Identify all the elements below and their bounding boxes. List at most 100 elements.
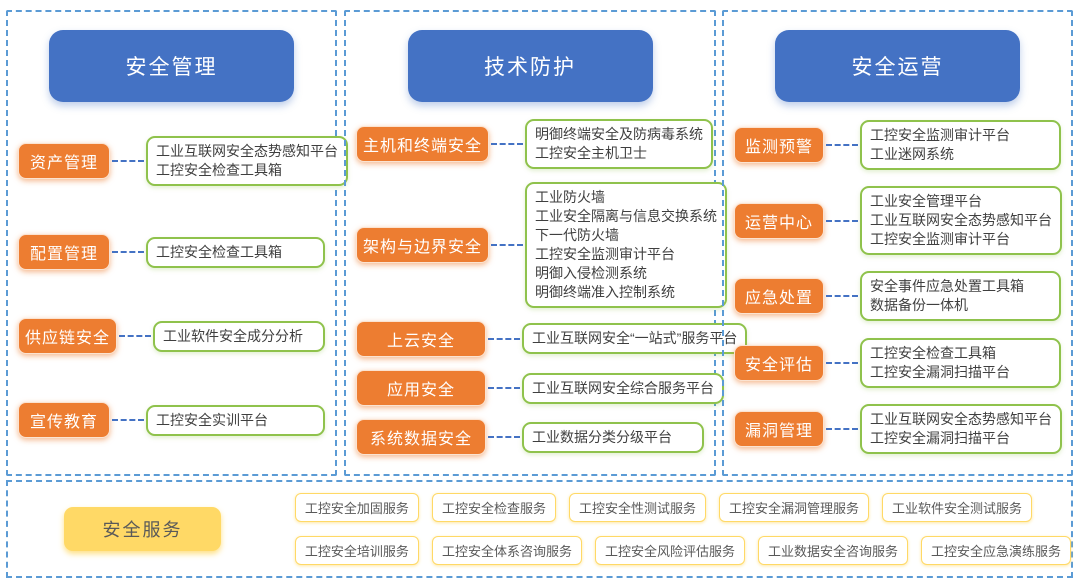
connector-line xyxy=(826,295,858,298)
connector-line xyxy=(119,335,152,337)
product-box: 工业互联网安全态势感知平台工控安全漏洞扫描平台 xyxy=(860,403,1062,454)
column-rows: 主机和终端安全明御终端安全及防病毒系统工控安全主机卫士架构与边界安全工业防火墙工… xyxy=(346,102,748,474)
product-box: 工业安全管理平台工业互联网安全态势感知平台工控安全监测审计平台 xyxy=(860,186,1062,256)
product-item: 工控安全漏洞扫描平台 xyxy=(870,429,1010,446)
category-label: 资产管理 xyxy=(18,143,110,179)
product-box: 工控安全监测审计平台工业迷网系统 xyxy=(860,120,1061,171)
column-title: 技术防护 xyxy=(484,56,576,79)
product-item: 工控安全实训平台 xyxy=(156,411,268,428)
service-chip: 工控安全漏洞管理服务 xyxy=(718,493,869,522)
product-item: 工业防火墙 xyxy=(535,188,606,205)
service-chip: 工控安全培训服务 xyxy=(294,536,419,565)
product-item: 工业迷网系统 xyxy=(870,146,954,163)
category-row: 宣传教育 工控安全实训平台 xyxy=(18,402,325,438)
column-panel-security-management: 安全管理 资产管理工业互联网安全态势感知平台工控安全检查工具箱配置管理工控安全检… xyxy=(6,10,348,476)
category-label: 运营中心 xyxy=(734,202,824,239)
product-item: 工控安全监测审计平台 xyxy=(870,231,1010,248)
connector-line xyxy=(491,142,524,145)
product-item: 工控安全监测审计平台 xyxy=(535,245,676,262)
service-chip: 工控安全加固服务 xyxy=(294,493,419,522)
category-row: 安全评估工控安全检查工具箱工控安全漏洞扫描平台 xyxy=(734,337,1061,388)
connector-line xyxy=(488,337,520,340)
product-item: 工业互联网安全态势感知平台 xyxy=(870,212,1052,229)
column-panel-security-operations: 安全运营 监测预警工控安全监测审计平台工业迷网系统运营中心工业安全管理平台工业互… xyxy=(722,10,1073,476)
product-box: 工业软件安全成分分析 xyxy=(153,320,325,352)
column-header: 技术防护 xyxy=(407,30,653,102)
column-panel-technical-protection: 技术防护 主机和终端安全明御终端安全及防病毒系统工控安全主机卫士架构与边界安全工… xyxy=(344,10,748,476)
product-item: 工控安全监测审计平台 xyxy=(870,127,1010,144)
category-label: 配置管理 xyxy=(18,234,110,270)
column-title: 安全管理 xyxy=(125,56,218,79)
category-row: 主机和终端安全明御终端安全及防病毒系统工控安全主机卫士 xyxy=(356,118,714,169)
product-item: 工业互联网安全态势感知平台 xyxy=(156,143,338,159)
product-item: 工控安全检查工具箱 xyxy=(156,162,282,178)
services-badge: 安全服务 xyxy=(64,507,221,551)
service-chip: 工控安全体系咨询服务 xyxy=(431,536,582,565)
category-label: 上云安全 xyxy=(356,320,486,357)
category-label: 漏洞管理 xyxy=(734,410,824,447)
service-chip: 工控安全风险评估服务 xyxy=(594,536,745,565)
product-item: 工控安全漏洞扫描平台 xyxy=(870,363,1010,380)
category-row: 系统数据安全 工业数据分类分级平台 xyxy=(356,419,704,456)
category-label: 宣传教育 xyxy=(18,402,110,438)
product-item: 工业互联网安全态势感知平台 xyxy=(870,410,1052,427)
services-panel: 安全服务 工控安全加固服务工控安全检查服务工控安全性测试服务工控安全漏洞管理服务… xyxy=(6,480,1073,578)
service-chip-row: 工控安全加固服务工控安全检查服务工控安全性测试服务工控安全漏洞管理服务工业软件安… xyxy=(294,493,1071,522)
category-row: 监测预警工控安全监测审计平台工业迷网系统 xyxy=(734,120,1061,171)
product-item: 数据备份一体机 xyxy=(870,297,968,314)
product-item: 下一代防火墙 xyxy=(535,226,620,243)
category-row: 应急处置安全事件应急处置工具箱数据备份一体机 xyxy=(734,271,1061,322)
product-item: 工业互联网安全“一站式”服务平台 xyxy=(532,330,738,347)
product-item: 工业互联网安全综合服务平台 xyxy=(532,379,714,396)
service-chip-rows: 工控安全加固服务工控安全检查服务工控安全性测试服务工控安全漏洞管理服务工业软件安… xyxy=(294,493,1071,565)
category-row: 漏洞管理工业互联网安全态势感知平台工控安全漏洞扫描平台 xyxy=(734,403,1062,454)
category-label: 监测预警 xyxy=(734,127,824,164)
service-chip: 工控安全检查服务 xyxy=(431,493,556,522)
product-item: 工业安全隔离与信息交换系统 xyxy=(535,207,718,224)
connector-line xyxy=(826,144,858,147)
product-item: 明御终端准入控制系统 xyxy=(535,283,676,300)
connector-line xyxy=(112,419,144,421)
service-chip-row: 工控安全培训服务工控安全体系咨询服务工控安全风险评估服务工业数据安全咨询服务工控… xyxy=(294,536,1071,565)
product-item: 工业安全管理平台 xyxy=(870,193,982,210)
category-label: 架构与边界安全 xyxy=(356,226,490,263)
connector-line xyxy=(112,251,144,253)
category-row: 资产管理工业互联网安全态势感知平台工控安全检查工具箱 xyxy=(18,136,348,186)
service-chip: 工控安全性测试服务 xyxy=(568,493,706,522)
product-item: 安全事件应急处置工具箱 xyxy=(870,278,1024,295)
column-title: 安全运营 xyxy=(851,56,944,79)
column-rows: 监测预警工控安全监测审计平台工业迷网系统运营中心工业安全管理平台工业互联网安全态… xyxy=(724,102,1071,474)
product-item: 工业数据分类分级平台 xyxy=(532,428,672,445)
product-item: 工业软件安全成分分析 xyxy=(163,327,304,344)
category-row: 架构与边界安全工业防火墙工业安全隔离与信息交换系统下一代防火墙工控安全监测审计平… xyxy=(356,181,728,308)
category-row: 应用安全 工业互联网安全综合服务平台 xyxy=(356,370,724,407)
product-box: 工控安全检查工具箱 xyxy=(146,236,325,268)
column-header: 安全管理 xyxy=(49,30,294,102)
product-item: 明御入侵检测系统 xyxy=(535,264,648,281)
service-chip: 工业软件安全测试服务 xyxy=(881,493,1032,522)
category-row: 上云安全 工业互联网安全“一站式”服务平台 xyxy=(356,320,748,357)
product-box: 工业互联网安全“一站式”服务平台 xyxy=(522,323,748,355)
category-label: 安全评估 xyxy=(734,344,824,381)
connector-line xyxy=(488,436,520,439)
column-rows: 资产管理工业互联网安全态势感知平台工控安全检查工具箱配置管理工控安全检查工具箱供… xyxy=(8,102,348,474)
product-box: 工业互联网安全态势感知平台工控安全检查工具箱 xyxy=(146,136,348,186)
connector-line xyxy=(826,427,858,430)
service-chip: 工控安全应急演练服务 xyxy=(920,536,1071,565)
product-item: 工控安全检查工具箱 xyxy=(156,243,282,260)
category-label: 主机和终端安全 xyxy=(356,125,490,162)
product-box: 工业防火墙工业安全隔离与信息交换系统下一代防火墙工控安全监测审计平台明御入侵检测… xyxy=(525,181,728,308)
category-label: 应用安全 xyxy=(356,370,486,407)
product-box: 安全事件应急处置工具箱数据备份一体机 xyxy=(860,271,1061,322)
connector-line xyxy=(491,243,524,246)
category-label: 系统数据安全 xyxy=(356,419,486,456)
category-row: 配置管理 工控安全检查工具箱 xyxy=(18,234,325,270)
product-item: 工控安全检查工具箱 xyxy=(870,344,996,361)
connector-line xyxy=(826,361,858,364)
connector-line xyxy=(112,160,144,162)
product-box: 工控安全实训平台 xyxy=(146,404,325,436)
product-box: 工业互联网安全综合服务平台 xyxy=(522,372,724,404)
product-item: 工控安全主机卫士 xyxy=(535,144,648,161)
product-box: 工控安全检查工具箱工控安全漏洞扫描平台 xyxy=(860,337,1061,388)
